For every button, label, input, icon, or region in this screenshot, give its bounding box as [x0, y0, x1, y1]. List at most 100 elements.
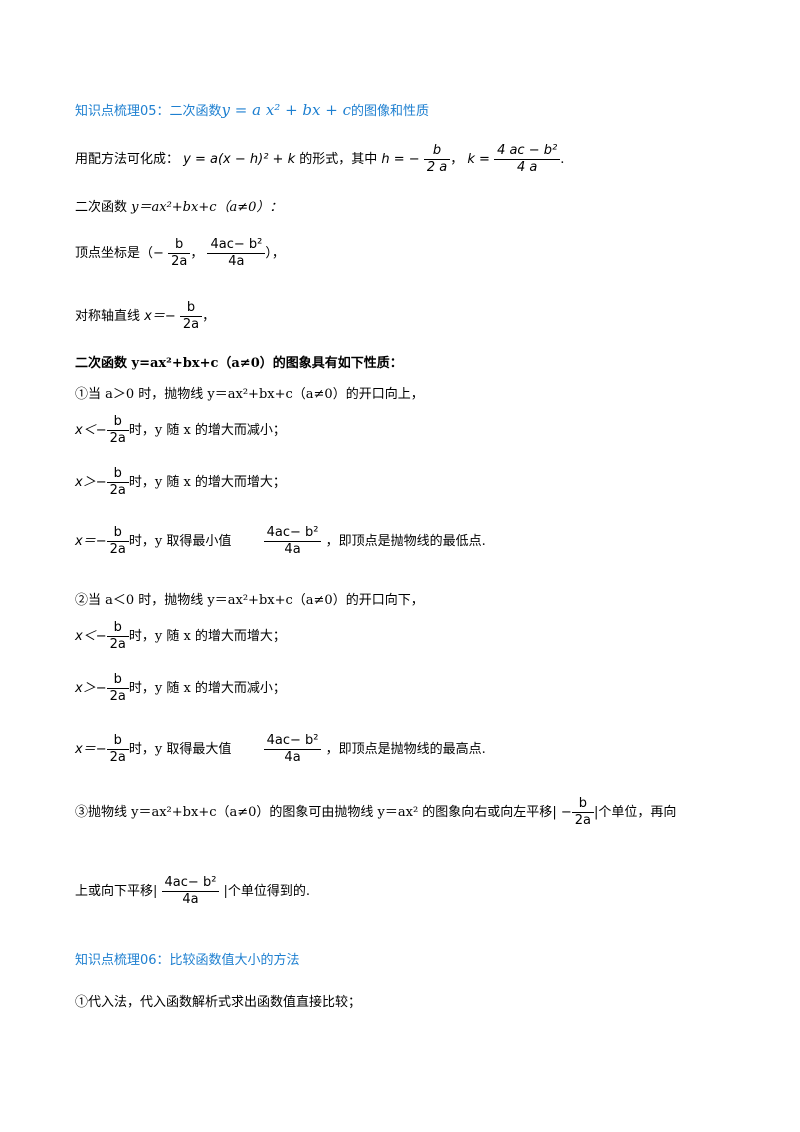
case2-greater: x＞− [75, 681, 107, 696]
case2-equal: x＝− [75, 742, 107, 757]
case1-intro: ①当 a＞0 时，抛物线 y＝ax²+bx+c（a≠0）的开口向上， [75, 387, 424, 402]
general-form-line: 二次函数 y＝ax²+bx+c（a≠0）： [75, 196, 282, 215]
frac-den: 2a [109, 483, 126, 498]
frac-den: 2a [109, 689, 126, 704]
frac-num: b [571, 796, 594, 813]
heading-05-suffix: 的图像和性质 [350, 104, 429, 119]
heading-05-prefix: 知识点梳理05：二次函数 [75, 104, 222, 119]
case2-less-text: 时，y 随 x 的增大而增大； [128, 629, 286, 644]
case3-text2: 个单位，再向 [598, 805, 677, 820]
cs-mid: 的形式，其中 [299, 152, 378, 167]
vertex-y-den: 4a [228, 254, 245, 269]
k-num: 4 ac − b² [494, 143, 561, 160]
frac-num: b [106, 525, 129, 542]
h-num: b [423, 143, 451, 160]
axis-den: 2a [182, 317, 200, 332]
case3-text1: ③抛物线 y＝ax²+bx+c（a≠0）的图象可由抛物线 y＝ax² 的图象向右… [75, 805, 553, 820]
case1-extremum-text: ，即顶点是抛物线的最低点. [325, 534, 486, 549]
h-den: 2 a [426, 160, 448, 175]
case1-greater: x＞− [75, 475, 107, 490]
case2-intro: ②当 a＜0 时，抛物线 y＝ax²+bx+c（a≠0）的开口向下， [75, 593, 424, 608]
case1-equal-text: 时，y 取得最小值 [128, 534, 232, 549]
case1-equal: x＝− [75, 534, 107, 549]
case1-less-text: 时，y 随 x 的增大而减小； [128, 423, 286, 438]
frac-den: 2a [109, 542, 126, 557]
vertex-form: y = a(x − h)² + k [183, 152, 296, 167]
cs-prefix: 用配方法可化成： [75, 152, 180, 167]
frac-num: b [106, 672, 129, 689]
case2-greater-text: 时，y 随 x 的增大而减小； [128, 681, 286, 696]
frac-den: 2a [109, 637, 126, 652]
axis-num: b [179, 300, 203, 317]
axis-label: 对称轴直线 [75, 309, 141, 324]
frac-den: 4a [284, 750, 301, 765]
case3-line1: ③抛物线 y＝ax²+bx+c（a≠0）的图象可由抛物线 y＝ax² 的图象向右… [75, 796, 676, 829]
case2-extremum-text: ，即顶点是抛物线的最高点. [325, 742, 486, 757]
frac-num: b [106, 733, 129, 750]
frac-den: 2a [574, 813, 591, 828]
frac-num: b [106, 466, 129, 483]
frac-den: 4a [284, 542, 301, 557]
axis-eq: x＝− [144, 309, 176, 324]
case3-text4: |个单位得到的. [223, 884, 311, 899]
general-formula: y＝ax²+bx+c（a≠0）： [131, 200, 283, 215]
vertex-x-den: 2a [171, 254, 188, 269]
frac-num: b [106, 414, 129, 431]
frac-den: 2a [109, 750, 126, 765]
k-eq: k = [467, 152, 490, 167]
vertex-y-num: 4ac− b² [207, 237, 266, 254]
vertex-x-num: b [168, 237, 191, 254]
frac-den: 2a [109, 431, 126, 446]
completing-square-line: 用配方法可化成： y = a(x − h)² + k 的形式，其中 h = − … [75, 143, 565, 176]
axis-end: ， [202, 309, 216, 324]
frac-num: b [106, 620, 129, 637]
case3-text3: 上或向下平移| [75, 884, 158, 899]
case3-bar-open: | − [552, 805, 572, 820]
vertex-comma: ， [190, 246, 204, 261]
heading-05-formula: y = a x² + bx + c [221, 101, 351, 119]
h-eq: h = − [381, 152, 420, 167]
heading-05: 知识点梳理05：二次函数y = a x² + bx + c的图像和性质 [75, 100, 429, 119]
vertex-close: ）， [265, 246, 285, 261]
frac-num: 4ac− b² [263, 525, 322, 542]
case1-greater-text: 时，y 随 x 的增大而增大； [128, 475, 286, 490]
case3-bar-close: | [593, 805, 599, 820]
case2-less: x＜− [75, 629, 107, 644]
frac-num: 4ac− b² [263, 733, 322, 750]
general-label: 二次函数 [75, 200, 128, 215]
properties-title: 二次函数 y=ax²+bx+c（a≠0）的图象具有如下性质： [75, 356, 403, 371]
heading-06: 知识点梳理06：比较函数值大小的方法 [75, 953, 300, 968]
case2-equal-text: 时，y 取得最大值 [128, 742, 232, 757]
frac-num: 4ac− b² [161, 875, 220, 892]
vertex-label: 顶点坐标是（ [75, 246, 154, 261]
vertex-minus: − [153, 246, 164, 261]
frac-den: 4a [182, 892, 199, 907]
k-den: 4 a [516, 160, 538, 175]
case1-less: x＜− [75, 423, 107, 438]
method-1: ①代入法，代入函数解析式求出函数值直接比较； [75, 995, 362, 1010]
